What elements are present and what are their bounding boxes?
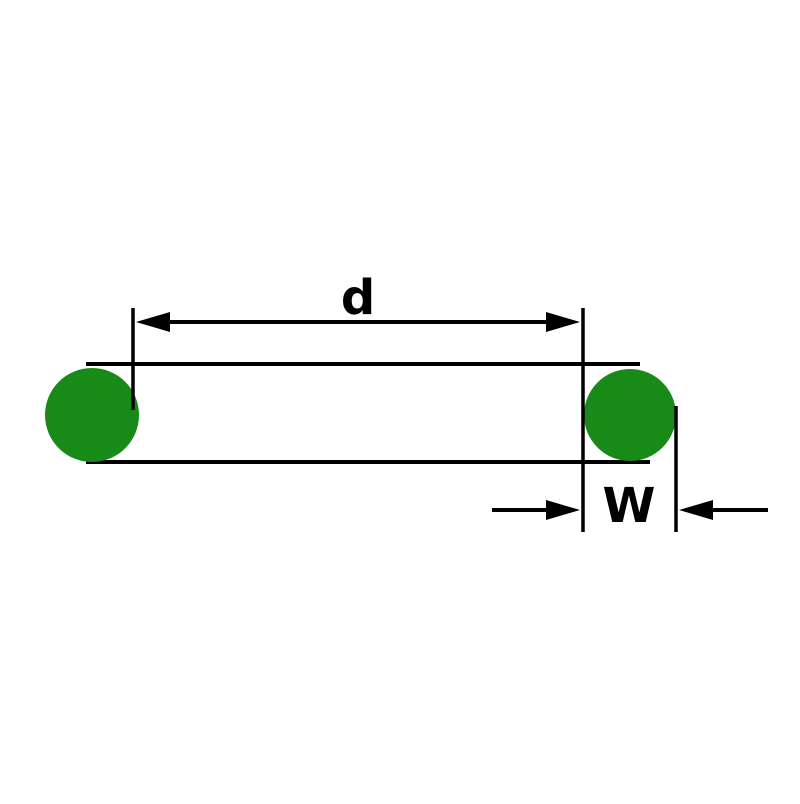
d-arrowhead-right-icon	[546, 312, 580, 332]
d-arrowhead-left-icon	[136, 312, 170, 332]
d-dimension-label: d	[341, 270, 375, 326]
w-arrowhead-right-icon	[679, 500, 713, 520]
w-dimension-label: W	[603, 478, 656, 534]
oring-cross-section-right	[584, 369, 676, 461]
oring-cross-section-left	[45, 368, 139, 462]
w-arrowhead-left-icon	[546, 500, 580, 520]
